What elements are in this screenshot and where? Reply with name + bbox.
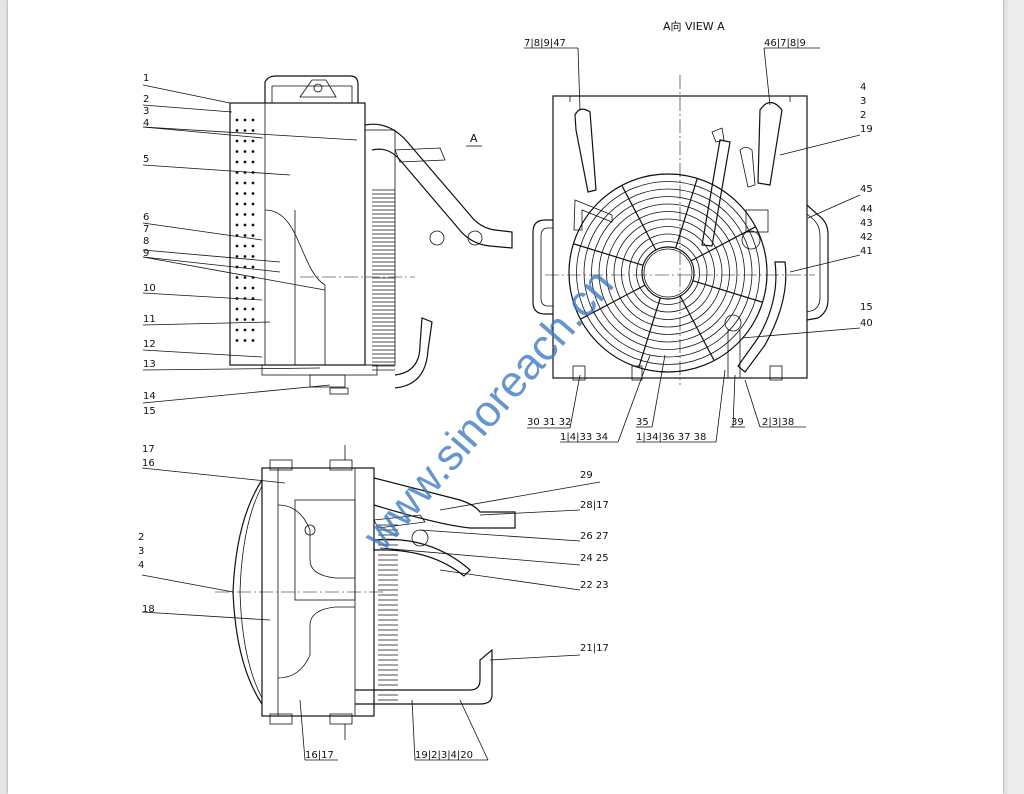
callout-15: 15 bbox=[143, 406, 156, 417]
callout-1-34-36-37-38: 1|34|36 37 38 bbox=[636, 432, 706, 443]
callout-21-17: 21|17 bbox=[580, 643, 609, 654]
callout-30-31-32: 30 31 32 bbox=[527, 417, 572, 428]
fan-guard bbox=[568, 173, 768, 373]
callout-17: 17 bbox=[142, 444, 155, 455]
callout-5: 5 bbox=[143, 154, 149, 165]
callout-2: 2 bbox=[860, 110, 866, 121]
callout-16-17: 16|17 bbox=[305, 750, 334, 761]
callout-26-27: 26 27 bbox=[580, 531, 609, 542]
callout-16: 16 bbox=[142, 458, 155, 469]
top-view: 17 16 2 3 4 18 29 28|17 26 27 24 25 22 2… bbox=[138, 444, 609, 761]
top-view-callouts: 17 16 2 3 4 18 29 28|17 26 27 24 25 22 2… bbox=[138, 444, 609, 761]
callout-1: 1 bbox=[143, 73, 149, 84]
top-view-leaders bbox=[141, 467, 601, 761]
callout-39: 39 bbox=[731, 417, 744, 428]
callout-4: 4 bbox=[860, 82, 866, 93]
side-view-leaders bbox=[142, 84, 358, 404]
section-mark: A bbox=[470, 132, 478, 145]
callout-15: 15 bbox=[860, 302, 873, 313]
callout-28-17: 28|17 bbox=[580, 500, 609, 511]
callout-9: 9 bbox=[143, 248, 149, 259]
callout-8: 8 bbox=[143, 236, 149, 247]
callout-2: 2 bbox=[143, 94, 149, 105]
callout-19-2-3-4-20: 19|2|3|4|20 bbox=[415, 750, 473, 761]
callout-40: 40 bbox=[860, 318, 873, 329]
callout-35: 35 bbox=[636, 417, 649, 428]
callout-45: 45 bbox=[860, 184, 873, 195]
callout-6: 6 bbox=[143, 212, 149, 223]
callout-24-25: 24 25 bbox=[580, 553, 609, 564]
side-view-callouts: 1 2 3 4 5 6 7 8 9 10 11 12 13 14 15 bbox=[143, 73, 156, 417]
callout-29: 29 bbox=[580, 470, 593, 481]
callout-2: 2 bbox=[138, 532, 144, 543]
callout-3: 3 bbox=[138, 546, 144, 557]
callout-41: 41 bbox=[860, 246, 873, 257]
side-view: A 1 2 3 4 5 6 7 8 9 1 bbox=[142, 73, 513, 417]
core-fins bbox=[372, 189, 395, 371]
callout-4: 4 bbox=[143, 118, 149, 129]
callout-2-3-38: 2|3|38 bbox=[762, 417, 794, 428]
callout-7-8-9-47: 7|8|9|47 bbox=[524, 38, 566, 49]
view-a-title: A向 VIEW A bbox=[663, 19, 725, 33]
callout-3: 3 bbox=[860, 96, 866, 107]
callout-19: 19 bbox=[860, 124, 873, 135]
callout-4: 4 bbox=[138, 560, 144, 571]
view-a-callouts: 7|8|9|47 46|7|8|9 4 3 2 19 45 44 43 42 4… bbox=[524, 38, 873, 443]
callout-14: 14 bbox=[143, 391, 156, 402]
callout-7: 7 bbox=[143, 224, 149, 235]
callout-46-7-8-9: 46|7|8|9 bbox=[764, 38, 806, 49]
callout-12: 12 bbox=[143, 339, 156, 350]
callout-22-23: 22 23 bbox=[580, 580, 609, 591]
callout-11: 11 bbox=[143, 314, 156, 325]
callout-3: 3 bbox=[143, 106, 149, 117]
radiator-fin-pattern bbox=[235, 118, 255, 342]
callout-18: 18 bbox=[142, 604, 155, 615]
callout-13: 13 bbox=[143, 359, 156, 370]
callout-42: 42 bbox=[860, 232, 873, 243]
view-a-leaders bbox=[524, 47, 861, 443]
callout-1-4-33-34: 1|4|33 34 bbox=[560, 432, 608, 443]
callout-10: 10 bbox=[143, 283, 156, 294]
view-a: A向 VIEW A bbox=[524, 19, 873, 443]
callout-43: 43 bbox=[860, 218, 873, 229]
watermark: www.sinoreach.cn bbox=[353, 260, 623, 561]
callout-44: 44 bbox=[860, 204, 873, 215]
drawing-sheet bbox=[8, 0, 1003, 794]
vertical-scrollbar[interactable] bbox=[1008, 0, 1024, 794]
